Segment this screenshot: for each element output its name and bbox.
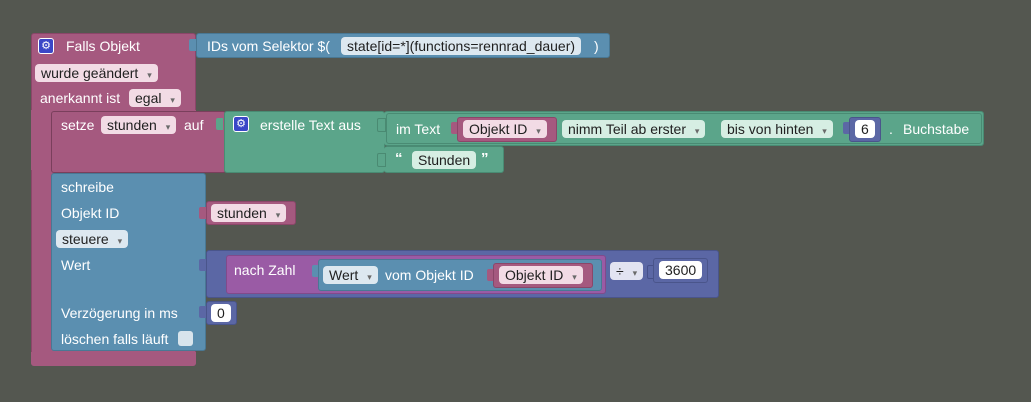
selector-label: IDs vom Selektor $( <box>207 38 330 54</box>
math-connector <box>199 259 206 271</box>
inner-object-connector <box>487 269 494 281</box>
operator-label: ÷ <box>616 263 624 279</box>
gear-icon[interactable]: ⚙ <box>233 116 249 132</box>
value-dropdown-label: Wert <box>329 267 359 283</box>
delay-label: Verzögerung in ms <box>61 305 178 321</box>
trigger-dropdown-label: wurde geändert <box>41 65 139 81</box>
chevron-down-icon: ▾ <box>170 95 175 105</box>
dot-label: . <box>889 121 893 137</box>
variable-dropdown[interactable]: stunden ▾ <box>101 116 177 134</box>
letter-label: Buchstabe <box>903 121 970 137</box>
of-object-label: vom Objekt ID <box>385 267 474 283</box>
write-object-connector <box>199 207 206 219</box>
substring-mode-label: nimm Teil ab erster <box>568 121 687 137</box>
write-object-var-dropdown[interactable]: stunden ▾ <box>211 204 287 222</box>
get-value-connector <box>312 265 319 277</box>
create-text-connector <box>216 118 223 130</box>
chevron-down-icon: ▾ <box>536 126 541 136</box>
write-value-label: Wert <box>61 257 91 273</box>
to-label: auf <box>184 117 204 133</box>
chevron-down-icon: ▾ <box>694 126 700 136</box>
delay-input[interactable]: 0 <box>211 304 231 322</box>
quote-open-icon: “ <box>395 150 403 167</box>
value-dropdown[interactable]: Wert ▾ <box>323 266 378 284</box>
write-mode-dropdown[interactable]: steuere ▾ <box>56 230 129 248</box>
event-block-footer <box>31 352 196 366</box>
chevron-down-icon: ▾ <box>165 122 171 132</box>
substring-mode2-label: bis von hinten <box>727 121 814 137</box>
chevron-down-icon: ▾ <box>367 272 372 282</box>
object-id-connector <box>451 122 458 134</box>
gear-icon[interactable]: ⚙ <box>38 38 54 54</box>
object-id-dropdown[interactable]: Objekt ID ▾ <box>463 120 547 138</box>
create-text-block[interactable] <box>224 111 385 173</box>
trigger-dropdown[interactable]: wurde geändert ▾ <box>35 64 158 82</box>
in-text-label: im Text <box>396 121 441 137</box>
ack-dropdown-label: egal <box>135 90 162 106</box>
chevron-down-icon: ▾ <box>147 70 152 80</box>
chevron-down-icon: ▾ <box>275 210 281 220</box>
operator-dropdown[interactable]: ÷ ▾ <box>610 262 644 280</box>
chevron-down-icon: ▾ <box>117 236 123 246</box>
clear-if-running-checkbox[interactable] <box>178 331 193 346</box>
clear-if-running-label: löschen falls läuft <box>61 331 169 347</box>
write-object-id-label: Objekt ID <box>61 205 120 221</box>
to-number-label: nach Zahl <box>234 262 296 278</box>
substring-mode2-dropdown[interactable]: bis von hinten ▾ <box>721 120 833 138</box>
number-connector <box>843 122 850 134</box>
inner-object-id-label: Objekt ID <box>505 267 564 283</box>
ack-dropdown[interactable]: egal ▾ <box>129 89 181 107</box>
write-mode-label: steuere <box>62 231 109 247</box>
event-title: Falls Objekt <box>66 38 140 54</box>
text-literal-input[interactable]: Stunden <box>412 151 477 169</box>
variable-dropdown-label: stunden <box>107 117 157 133</box>
selector-close-paren: ) <box>594 38 599 54</box>
write-label: schreibe <box>61 179 114 195</box>
chevron-down-icon: ▾ <box>632 268 638 278</box>
substring-mode-dropdown[interactable]: nimm Teil ab erster ▾ <box>562 120 706 138</box>
chevron-down-icon: ▾ <box>822 126 827 136</box>
ack-label: anerkannt ist <box>40 90 121 106</box>
inner-object-id-dropdown[interactable]: Objekt ID ▾ <box>499 266 583 284</box>
delay-connector <box>199 306 206 318</box>
number-input[interactable]: 6 <box>855 120 875 138</box>
quote-close-icon: ” <box>481 150 489 167</box>
write-object-var-label: stunden <box>217 205 267 221</box>
text-input-socket-1 <box>377 118 386 132</box>
object-id-dropdown-label: Objekt ID <box>469 121 528 137</box>
text-input-socket-2 <box>377 153 386 167</box>
set-label: setze <box>61 117 95 133</box>
selector-connector <box>189 39 196 51</box>
chevron-down-icon: ▾ <box>572 272 577 282</box>
create-text-label: erstelle Text aus <box>260 117 361 133</box>
selector-input[interactable]: state[id=*](functions=rennrad_dauer) <box>341 37 582 55</box>
divisor-input[interactable]: 3600 <box>659 261 703 279</box>
write-block[interactable] <box>51 173 206 351</box>
